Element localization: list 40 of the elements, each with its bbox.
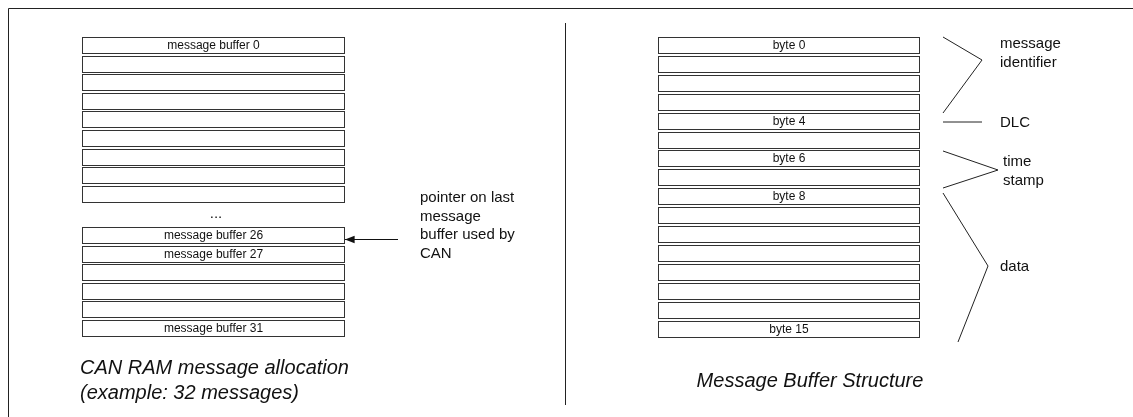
- memory-row: byte 0: [658, 37, 920, 54]
- memory-row: byte 15: [658, 320, 920, 338]
- memory-row: [658, 301, 920, 319]
- pointer-note: pointer on last message buffer used by CAN: [420, 188, 516, 262]
- memory-row: [82, 111, 345, 129]
- memory-row: [82, 185, 345, 203]
- field-label: data: [1000, 257, 1031, 276]
- memory-row: [82, 74, 345, 92]
- field-label: DLC: [1000, 113, 1031, 132]
- memory-row: [658, 263, 920, 281]
- field-label: time stamp: [1003, 152, 1045, 189]
- field-label: message identifier: [1000, 34, 1062, 71]
- memory-row: [658, 74, 920, 92]
- figure-caption: Message Buffer Structure: [695, 368, 925, 393]
- memory-row: [82, 264, 345, 282]
- memory-row: message buffer 27: [82, 245, 345, 263]
- memory-row: byte 8: [658, 188, 920, 206]
- memory-row: [82, 92, 345, 110]
- memory-row: [82, 55, 345, 73]
- figure-caption: CAN RAM message allocation (example: 32 messages): [80, 355, 350, 405]
- memory-row: [82, 130, 345, 147]
- memory-row: [82, 167, 345, 185]
- ellipsis: ...: [208, 204, 224, 223]
- memory-row: byte 6: [658, 150, 920, 168]
- memory-row: [82, 282, 345, 300]
- memory-row: [658, 169, 920, 187]
- memory-row: [82, 301, 345, 319]
- memory-row: byte 4: [658, 112, 920, 130]
- memory-row: message buffer 0: [82, 37, 345, 54]
- memory-row: [658, 55, 920, 73]
- arrow: [344, 235, 399, 244]
- memory-row: [658, 282, 920, 300]
- memory-row: [658, 93, 920, 111]
- memory-row: [658, 207, 920, 225]
- memory-row: [658, 226, 920, 243]
- memory-row: [82, 148, 345, 166]
- memory-row: [658, 244, 920, 262]
- memory-row: message buffer 26: [82, 227, 345, 244]
- memory-row: message buffer 31: [82, 320, 345, 337]
- memory-row: [658, 131, 920, 149]
